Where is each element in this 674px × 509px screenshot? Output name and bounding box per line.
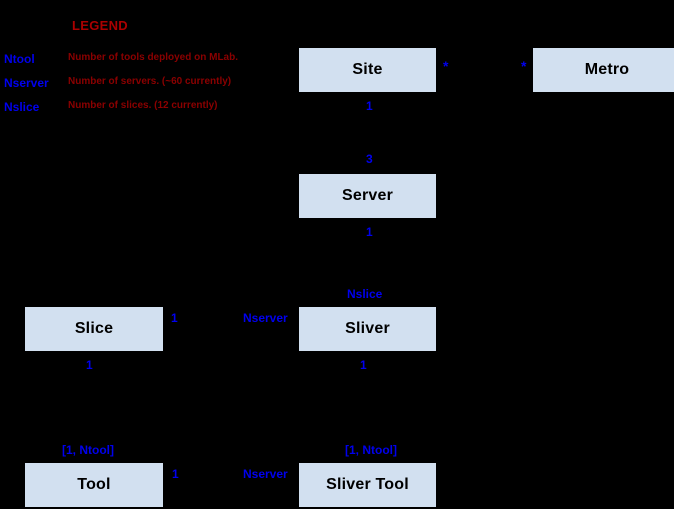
- legend-key-ntool: Ntool: [4, 52, 35, 66]
- multiplicity-slice-bottom: 1: [86, 358, 93, 372]
- multiplicity-site-metro-left: *: [443, 58, 449, 74]
- entity-box-sliver[interactable]: Sliver: [298, 306, 437, 352]
- legend-description-ntool: Number of tools deployed on MLab.: [68, 52, 238, 63]
- multiplicity-sliver-bottom: 1: [360, 358, 367, 372]
- legend-description-nserver: Number of servers. (~60 currently): [68, 76, 232, 87]
- multiplicity-slice-right: 1: [171, 311, 178, 325]
- multiplicity-tool-top: [1, Ntool]: [62, 443, 114, 457]
- entity-box-server[interactable]: Server: [298, 173, 437, 219]
- entity-box-tool[interactable]: Tool: [24, 462, 164, 508]
- legend-description-nslice: Number of slices. (12 currently): [68, 100, 218, 111]
- multiplicity-server-top: 3: [366, 152, 373, 166]
- multiplicity-sliver-left: Nserver: [243, 311, 288, 325]
- multiplicity-sliver-top: Nslice: [347, 287, 383, 301]
- legend: LEGEND Ntool Number of tools deployed on…: [0, 0, 290, 130]
- entity-box-metro[interactable]: Metro: [532, 47, 674, 93]
- multiplicity-server-bottom: 1: [366, 225, 373, 239]
- multiplicity-sliver-tool-top: [1, Ntool]: [345, 443, 397, 457]
- multiplicity-site-metro-right: *: [521, 58, 527, 74]
- multiplicity-sliver-tool-left: Nserver: [243, 467, 288, 481]
- legend-title: LEGEND: [72, 18, 128, 33]
- legend-key-nslice: Nslice: [4, 100, 40, 114]
- entity-box-slice[interactable]: Slice: [24, 306, 164, 352]
- entity-box-sliver-tool[interactable]: Sliver Tool: [298, 462, 437, 508]
- multiplicity-site-bottom: 1: [366, 99, 373, 113]
- legend-key-nserver: Nserver: [4, 76, 49, 90]
- entity-box-site[interactable]: Site: [298, 47, 437, 93]
- multiplicity-tool-right: 1: [172, 467, 179, 481]
